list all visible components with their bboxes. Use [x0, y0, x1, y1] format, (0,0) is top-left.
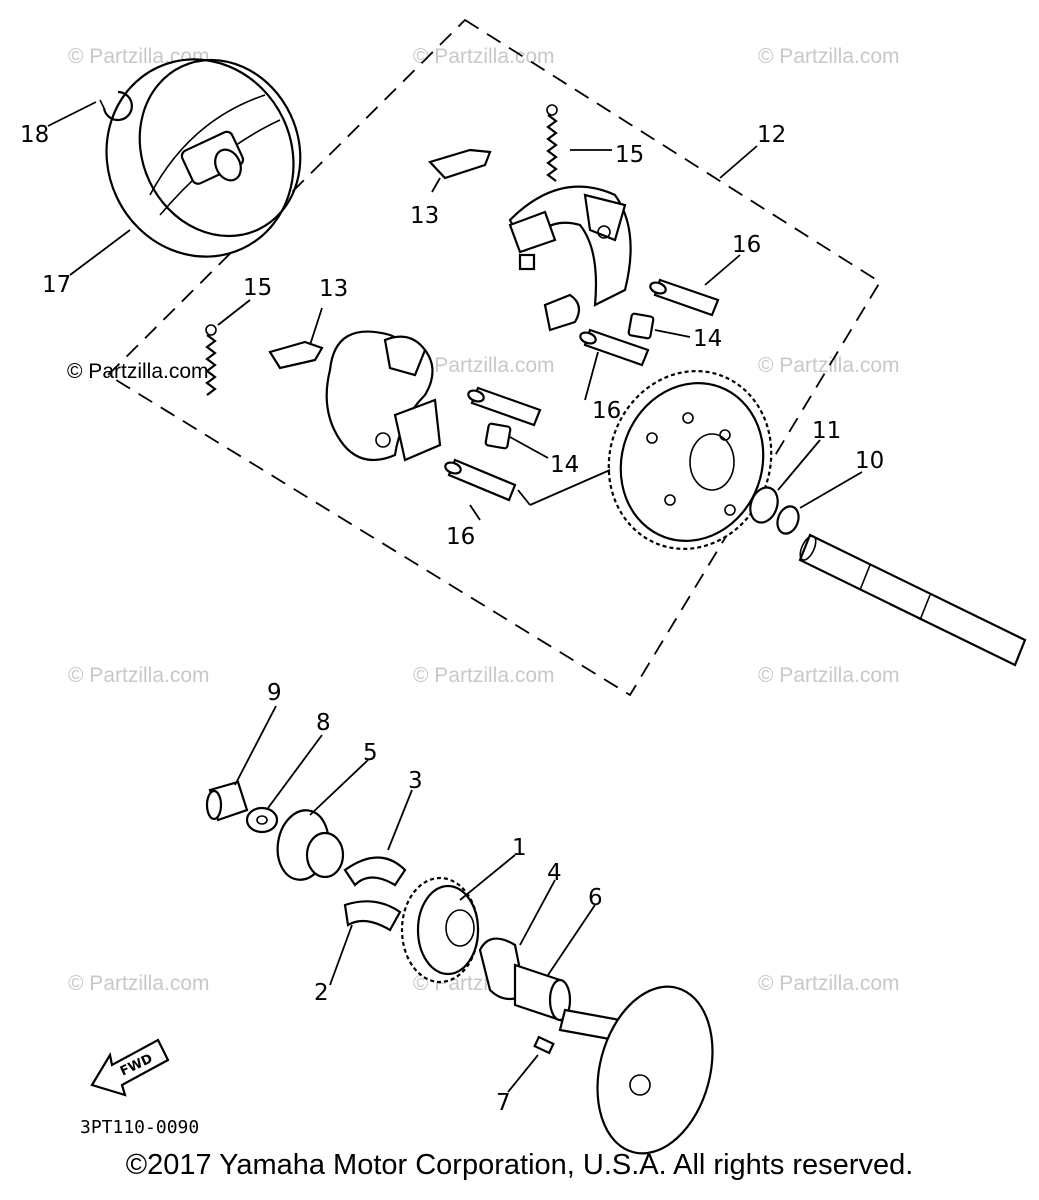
watermark: © Partzilla.com — [758, 354, 900, 377]
callout-14-upper: 14 — [693, 326, 722, 352]
crank-end — [558, 985, 714, 1155]
callout-18: 18 — [20, 122, 49, 148]
cam-5 — [276, 809, 345, 881]
plate-13-lower — [268, 340, 324, 370]
clutch-housing-17 — [105, 58, 302, 258]
callout-16-upper: 16 — [732, 232, 761, 258]
copyright-notice: ©2017 Yamaha Motor Corporation, U.S.A. A… — [125, 1149, 914, 1181]
key-7 — [533, 1035, 555, 1055]
watermark: © Partzilla.com — [758, 45, 900, 68]
watermark: © Partzilla.com — [68, 972, 210, 995]
spacer-2 — [343, 900, 402, 932]
assembly-12-boundary — [106, 18, 882, 697]
callout-2: 2 — [314, 980, 329, 1006]
gear-1 — [400, 876, 480, 984]
fwd-arrow-icon: FWD — [90, 1038, 170, 1097]
callout-8: 8 — [316, 710, 331, 736]
clutch-shoe-upper — [508, 185, 632, 307]
watermark: © Partzilla.com — [758, 664, 900, 687]
weight-14-lower — [484, 422, 512, 450]
watermark: © Partzilla.com — [413, 354, 555, 377]
watermark: © Partzilla.com — [67, 360, 209, 383]
callout-16-lower: 16 — [446, 524, 475, 550]
bushing-6 — [513, 963, 572, 1022]
callout-9: 9 — [267, 680, 282, 706]
spring-15-lower — [205, 324, 217, 396]
watermark: © Partzilla.com — [758, 972, 900, 995]
callout-15-upper: 15 — [615, 142, 644, 168]
pin-16-left — [467, 386, 542, 427]
watermark: © Partzilla.com — [413, 45, 555, 68]
leader-lines — [47, 101, 863, 1093]
callout-4: 4 — [547, 860, 562, 886]
circlip-18 — [99, 90, 133, 122]
spring-15-upper — [546, 104, 558, 182]
pin-16-upper — [649, 278, 720, 317]
watermark: © Partzilla.com — [68, 664, 210, 687]
callout-7: 7 — [496, 1090, 511, 1116]
washer-8 — [245, 806, 279, 834]
spacer-3 — [343, 856, 407, 887]
watermark: © Partzilla.com — [413, 664, 555, 687]
callout-10: 10 — [855, 448, 884, 474]
callout-1: 1 — [512, 835, 527, 861]
callout-3: 3 — [408, 768, 423, 794]
circlip-10 — [776, 505, 800, 535]
callout-5: 5 — [363, 740, 378, 766]
diagram-code: 3PT110-0090 — [80, 1117, 199, 1138]
collar-9 — [205, 780, 249, 822]
large-gear — [607, 370, 773, 550]
pin-16-mid — [579, 328, 650, 367]
pin-16-lower — [444, 458, 517, 502]
callout-11: 11 — [812, 418, 841, 444]
callout-6: 6 — [588, 885, 603, 911]
callout-17: 17 — [42, 272, 71, 298]
callout-12: 12 — [757, 122, 786, 148]
shaft — [798, 533, 1027, 667]
weight-14-upper — [543, 293, 655, 340]
plate-13-upper — [427, 148, 492, 180]
washer-11 — [749, 486, 779, 524]
callouts: 1 2 3 4 5 6 7 8 9 10 11 12 13 13 14 14 1… — [20, 122, 884, 1116]
callout-14-lower: 14 — [550, 452, 579, 478]
clutch-shoe-lower — [325, 330, 442, 462]
callout-13-upper: 13 — [410, 203, 439, 229]
callout-13-lower: 13 — [319, 276, 348, 302]
callout-15-lower: 15 — [243, 275, 272, 301]
callout-16-mid: 16 — [592, 398, 621, 424]
